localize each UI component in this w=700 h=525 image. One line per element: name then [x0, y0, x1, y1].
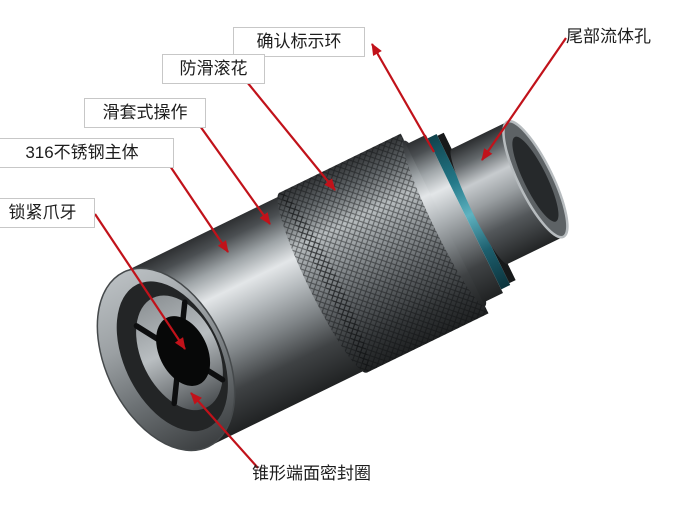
leader-body	[169, 165, 229, 253]
label-knurl: 防滑滚花	[162, 54, 265, 85]
leader-sleeve	[199, 125, 271, 225]
knurl-texture	[277, 133, 489, 373]
label-body: 316不锈钢主体	[0, 138, 174, 169]
leader-ring	[371, 43, 435, 153]
leader-tail	[481, 37, 567, 161]
label-claw: 锁紧爪牙	[0, 198, 95, 229]
leader-lines	[94, 37, 567, 469]
leader-seal	[190, 392, 259, 469]
leader-claw	[94, 213, 186, 350]
label-sleeve: 滑套式操作	[84, 98, 206, 129]
label-seal: 锥形端面密封圈	[252, 464, 371, 483]
knurl-section	[277, 133, 489, 373]
rear-band	[403, 134, 503, 307]
leader-knurl	[246, 81, 336, 191]
center-bore-hole	[156, 316, 211, 386]
label-tail-hole: 尾部流体孔	[566, 27, 651, 46]
label-confirm-ring: 确认标示环	[233, 27, 365, 58]
